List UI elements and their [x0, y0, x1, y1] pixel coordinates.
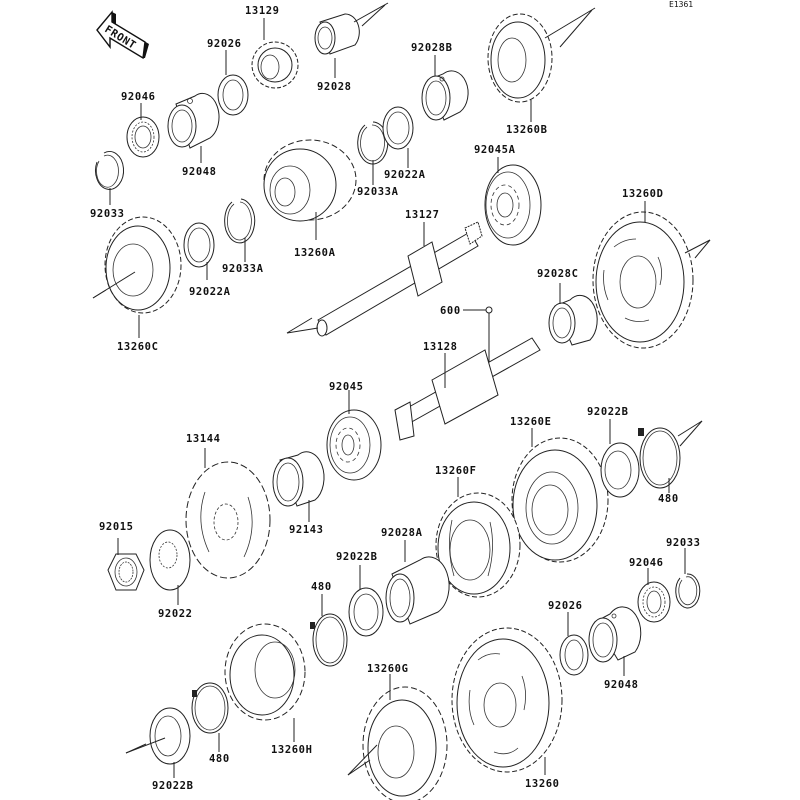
label-13260A: 13260A [294, 247, 336, 259]
washer-92022 [149, 529, 191, 591]
sprocket-13144 [185, 461, 271, 579]
circlip-480-mid [310, 613, 348, 667]
bushing-92028 [314, 13, 360, 55]
label-13260G: 13260G [367, 663, 409, 675]
label-92026-top: 92026 [207, 38, 242, 50]
label-13260E: 13260E [510, 416, 552, 428]
shaft-13128 [394, 337, 541, 441]
bearing-92045 [326, 409, 382, 481]
label-92015: 92015 [99, 521, 134, 533]
gear-13260 [451, 627, 563, 773]
gear-13260E [511, 437, 609, 563]
label-92028: 92028 [317, 81, 352, 93]
label-13260D: 13260D [622, 188, 664, 200]
needle-bearing-92046-top [126, 116, 160, 158]
label-92045A: 92045A [474, 144, 516, 156]
label-92046-top: 92046 [121, 91, 156, 103]
needle-bearing-92046-bottom [637, 581, 671, 623]
label-92033-bottom: 92033 [666, 537, 701, 549]
shaft-13127 [316, 221, 483, 337]
label-92028C: 92028C [537, 268, 579, 280]
label-92028A: 92028A [381, 527, 423, 539]
label-480-low: 480 [209, 753, 230, 765]
collar-92048-top [167, 92, 220, 149]
nut-92015 [107, 553, 145, 591]
label-13128: 13128 [423, 341, 458, 353]
bushing-92028B [421, 70, 469, 121]
diagram-code-label: E1361 [669, 0, 693, 9]
gear-13129 [251, 41, 299, 89]
washer-92022B-mid [348, 587, 384, 637]
circlip-480-low [191, 682, 229, 734]
label-92045: 92045 [329, 381, 364, 393]
circlip-92033-bottom [675, 573, 701, 609]
label-13127: 13127 [405, 209, 440, 221]
label-92028B: 92028B [411, 42, 453, 54]
label-92048-top: 92048 [182, 166, 217, 178]
gear-13260G [362, 686, 448, 800]
label-13129: 13129 [245, 5, 280, 17]
label-480-right: 480 [658, 493, 679, 505]
washer-92026-top [217, 74, 249, 116]
label-600: 600 [440, 305, 461, 317]
label-92033A-top: 92033A [357, 186, 399, 198]
label-13260: 13260 [525, 778, 560, 790]
circlip-92033A-left [224, 198, 256, 244]
label-13260B: 13260B [506, 124, 548, 136]
label-13260H: 13260H [271, 744, 313, 756]
label-92026-bottom: 92026 [548, 600, 583, 612]
washer-92022A-left [183, 222, 215, 268]
washer-92022B-right [600, 442, 640, 498]
label-13144: 13144 [186, 433, 221, 445]
collar-92143 [272, 451, 325, 507]
label-92022A-top: 92022A [384, 169, 426, 181]
label-92022: 92022 [158, 608, 193, 620]
gear-13260B [487, 13, 553, 103]
label-92022B-right: 92022B [587, 406, 629, 418]
label-92143: 92143 [289, 524, 324, 536]
collar-92048-bottom [588, 606, 642, 663]
bearing-92045A [484, 164, 542, 246]
label-92048-bottom: 92048 [604, 679, 639, 691]
label-92033-top: 92033 [90, 208, 125, 220]
label-92046-bottom: 92046 [629, 557, 664, 569]
label-92022B-low: 92022B [152, 780, 194, 792]
circlip-92033-top [95, 150, 125, 190]
label-92022B-mid: 92022B [336, 551, 378, 563]
washer-92026-bottom [559, 634, 589, 676]
label-480-mid: 480 [311, 581, 332, 593]
gear-13260C [104, 216, 182, 314]
gear-13260A [263, 139, 357, 222]
front-arrow-icon: FRONT [96, 10, 149, 60]
label-92033A-left: 92033A [222, 263, 264, 275]
label-13260C: 13260C [117, 341, 159, 353]
gear-13260F [435, 492, 521, 598]
circlip-480-right [638, 427, 681, 489]
label-13260F: 13260F [435, 465, 477, 477]
gear-13260D [592, 211, 694, 349]
gear-13260H [224, 623, 306, 721]
bushing-92028C [548, 294, 598, 346]
washer-92022B-low [149, 707, 191, 765]
label-92022A-left: 92022A [189, 286, 231, 298]
bushing-92028A [385, 556, 450, 625]
washer-92022A-top [382, 106, 414, 150]
